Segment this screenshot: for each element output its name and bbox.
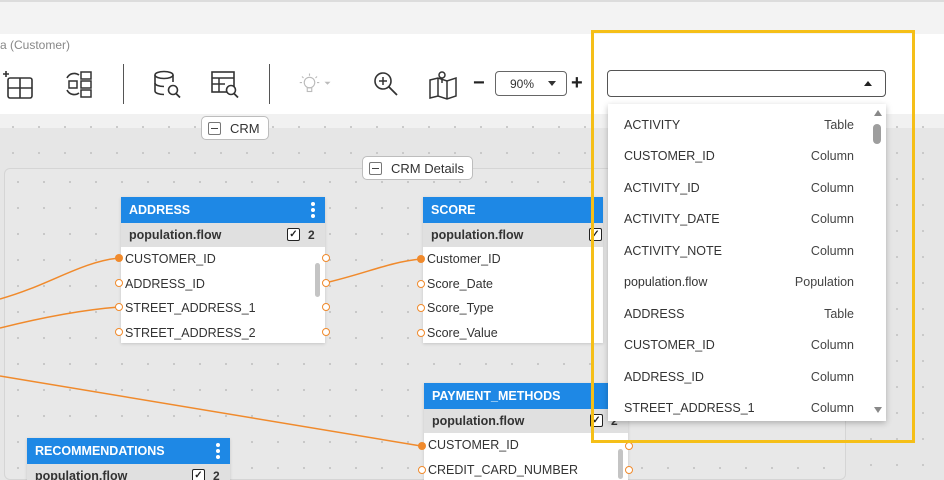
entity-title: PAYMENT_METHODS	[432, 389, 561, 403]
crm-group-label[interactable]: CRM	[201, 116, 269, 140]
zoom-level-select[interactable]: 90%	[495, 71, 567, 96]
population-count: 2	[611, 414, 618, 428]
zoom-level-value: 90%	[510, 76, 535, 91]
population-name: population.flow	[431, 228, 524, 242]
entity-column[interactable]: Score_Date	[427, 276, 494, 291]
entity-population-row: population.flow ✓ 2	[121, 223, 325, 247]
chevron-up-icon[interactable]	[864, 81, 872, 86]
link-port[interactable]	[322, 254, 330, 262]
breadcrumb: a (Customer)	[0, 38, 71, 52]
entity-column[interactable]: ADDRESS_ID	[125, 276, 205, 291]
entity-header[interactable]: PAYMENT_METHODS	[424, 383, 628, 409]
zoom-out-button[interactable]: −	[473, 72, 485, 94]
link-port[interactable]	[322, 279, 330, 287]
link-port[interactable]	[322, 328, 330, 336]
crm-group-name: CRM	[230, 120, 260, 136]
entity-recommendations[interactable]: RECOMMENDATIONS population.flow ✓ 2	[27, 438, 230, 480]
population-name: population.flow	[432, 414, 525, 428]
entity-title: ADDRESS	[129, 203, 191, 217]
entity-title: RECOMMENDATIONS	[35, 444, 165, 458]
entity-header[interactable]: SCORE	[423, 197, 603, 223]
link-port[interactable]	[418, 466, 426, 474]
top-bar	[0, 0, 944, 34]
link-port[interactable]	[418, 442, 426, 450]
entity-column[interactable]: CUSTOMER_ID	[125, 252, 216, 267]
link-port[interactable]	[625, 466, 633, 474]
entity-population-row: population.flow ✓ 2	[424, 409, 628, 433]
population-name: population.flow	[129, 228, 222, 242]
scroll-up-icon[interactable]	[874, 110, 882, 116]
table-search-icon[interactable]	[207, 66, 243, 102]
dropdown-scrollbar[interactable]	[870, 104, 886, 421]
population-name: population.flow	[35, 469, 128, 480]
entity-scrollbar[interactable]	[618, 449, 623, 479]
entity-header[interactable]: RECOMMENDATIONS	[27, 438, 230, 464]
population-checkbox[interactable]: ✓	[192, 469, 205, 480]
zoom-in-button[interactable]: +	[571, 72, 583, 94]
entity-column[interactable]: STREET_ADDRESS_1	[125, 301, 256, 316]
link-port[interactable]	[322, 303, 330, 311]
entity-column[interactable]: CUSTOMER_ID	[428, 438, 519, 453]
entity-population-row: population.flow ✓	[423, 223, 603, 247]
link-port[interactable]	[417, 280, 425, 288]
link-port[interactable]	[115, 254, 123, 262]
search-input[interactable]	[614, 72, 854, 95]
entity-score[interactable]: SCORE population.flow ✓ Customer_ID Scor…	[423, 197, 603, 343]
collapse-icon[interactable]	[369, 161, 382, 175]
population-count: 2	[308, 228, 315, 242]
link-port[interactable]	[115, 279, 123, 287]
more-vertical-icon[interactable]	[216, 443, 220, 459]
chevron-down-icon	[548, 81, 556, 86]
zoom-in-icon[interactable]	[368, 66, 404, 102]
entity-column[interactable]: Score_Value	[427, 325, 498, 340]
toolbar-separator	[123, 64, 124, 104]
add-table-icon[interactable]	[0, 66, 36, 102]
link-port[interactable]	[417, 255, 425, 263]
entity-column[interactable]: STREET_ADDRESS_2	[125, 325, 256, 340]
auto-layout-icon[interactable]	[61, 66, 97, 102]
search-combobox[interactable]	[607, 70, 886, 97]
entity-header[interactable]: ADDRESS	[121, 197, 325, 223]
toolbar-separator	[269, 64, 270, 104]
entity-address[interactable]: ADDRESS population.flow ✓ 2 CUSTOMER_ID …	[121, 197, 325, 343]
link-port[interactable]	[417, 329, 425, 337]
link-port[interactable]	[115, 328, 123, 336]
entity-column[interactable]: CREDIT_CARD_NUMBER	[428, 462, 579, 477]
link-port[interactable]	[417, 304, 425, 312]
entity-payment-methods[interactable]: PAYMENT_METHODS population.flow ✓ 2 CUST…	[424, 383, 628, 480]
entity-population-row: population.flow ✓ 2	[27, 464, 230, 480]
population-count: 2	[213, 469, 220, 480]
entity-scrollbar[interactable]	[315, 263, 320, 297]
entity-title: SCORE	[431, 203, 476, 217]
scroll-down-icon[interactable]	[874, 407, 882, 413]
link-port[interactable]	[625, 442, 633, 450]
collapse-icon[interactable]	[208, 121, 221, 135]
entity-column[interactable]: Score_Type	[427, 301, 494, 316]
map-icon[interactable]	[425, 66, 461, 102]
population-checkbox[interactable]: ✓	[287, 228, 300, 241]
crm-details-group-label[interactable]: CRM Details	[362, 156, 473, 180]
population-checkbox[interactable]: ✓	[590, 414, 603, 427]
more-vertical-icon[interactable]	[311, 202, 315, 218]
lightbulb-icon	[296, 66, 332, 102]
entity-column[interactable]: Customer_ID	[427, 252, 501, 267]
link-port[interactable]	[115, 303, 123, 311]
scroll-thumb[interactable]	[873, 124, 881, 144]
population-checkbox[interactable]: ✓	[589, 228, 602, 241]
database-search-icon[interactable]	[149, 66, 185, 102]
crm-details-group-name: CRM Details	[391, 160, 464, 176]
